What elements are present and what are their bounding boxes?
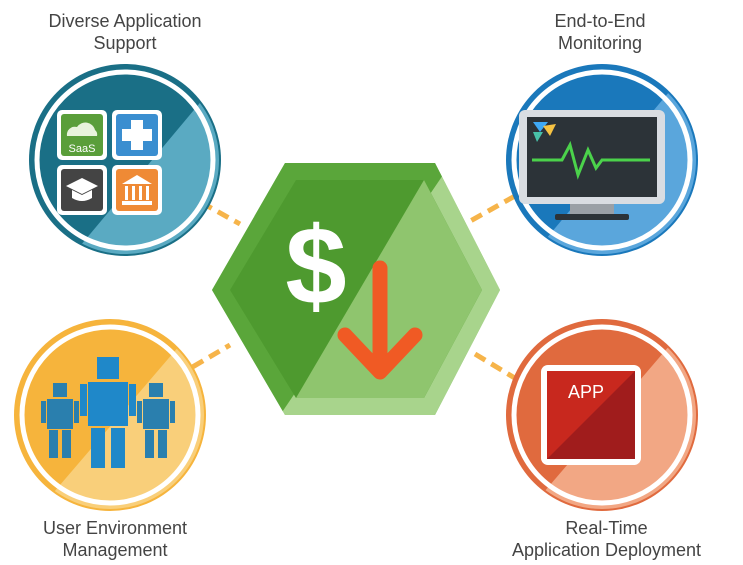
monitor-heartbeat-icon — [506, 64, 698, 256]
graduation-cap-tile-icon — [57, 165, 107, 215]
feature-label-line2: Application Deployment — [511, 540, 702, 560]
app-label: APP — [568, 382, 604, 402]
saas-tile-icon: SaaS — [57, 110, 107, 160]
app-tile-icon: APP — [506, 319, 698, 511]
feature-label-end-to-end-monitoring: End-to-End Monitoring — [500, 10, 700, 54]
cost-down-icon: $ — [212, 163, 500, 415]
users-icon — [14, 319, 206, 511]
connector-tr — [463, 193, 517, 227]
saas-label: SaaS — [69, 143, 96, 155]
feature-label-line1: Real-Time — [565, 518, 648, 538]
down-arrow-icon — [337, 260, 423, 380]
bank-tile-icon — [112, 165, 162, 215]
connector-bl — [158, 342, 232, 389]
feature-label-user-environment-management: User Environment Management — [0, 517, 230, 561]
feature-label-line2: Support — [93, 33, 157, 53]
feature-label-real-time-application-deployment: Real-Time Application Deployment — [470, 517, 743, 561]
feature-label-diverse-application-support: Diverse Application Support — [0, 10, 250, 54]
feature-label-line1: User Environment — [42, 518, 188, 538]
app-tiles-icon: SaaS — [29, 64, 221, 256]
feature-label-line2: Monitoring — [557, 33, 643, 53]
medical-cross-tile-icon — [112, 110, 162, 160]
dollar-sign: $ — [285, 205, 346, 328]
feature-label-line1: Diverse Application — [48, 11, 202, 31]
feature-label-line1: End-to-End — [554, 11, 646, 31]
connector-br — [473, 351, 530, 389]
feature-label-line2: Management — [62, 540, 168, 560]
